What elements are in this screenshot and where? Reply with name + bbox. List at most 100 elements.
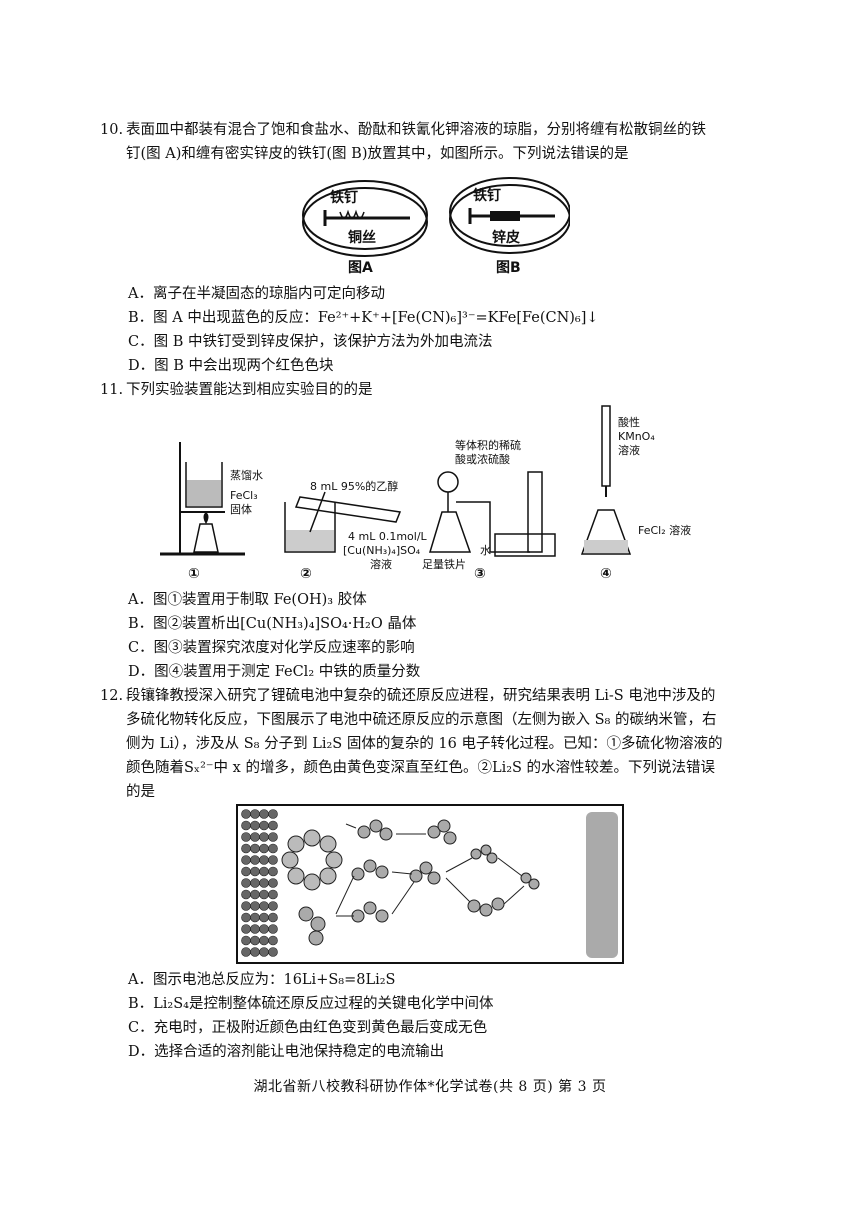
beaker-2	[284, 502, 336, 553]
lattice-atom	[259, 866, 269, 877]
copper-wire	[339, 209, 365, 219]
q11-option-c[interactable]: C．图③装置探究浓度对化学反应速率的影响	[128, 640, 415, 656]
apparatus-4: 酸性 KMnO₄ 溶液 FeCl₂ 溶液 ④	[580, 405, 691, 582]
lattice-atom	[259, 935, 269, 946]
lattice-atom	[250, 924, 260, 934]
lattice-atom	[250, 866, 260, 877]
app1-mark: ①	[188, 566, 200, 582]
lattice-atom	[268, 878, 278, 888]
q12-stem-line4: 颜色随着Sₓ²⁻中 x 的增多，颜色由黄色变深直至红色。②Li₂S 的水溶性较差…	[126, 760, 716, 776]
figure-frame	[236, 804, 624, 964]
lattice-atom	[250, 935, 260, 946]
lattice-atom	[268, 889, 278, 900]
q10-option-a[interactable]: A．离子在半凝固态的琼脂内可定向移动	[128, 286, 385, 302]
fig-b-skin-label: 锌皮	[492, 229, 520, 246]
app3-iron-label: 足量铁片	[422, 558, 466, 571]
lattice-atom	[241, 866, 251, 877]
fig-b-caption: 图B	[496, 260, 521, 276]
q12-option-d[interactable]: D．选择合适的溶剂能让电池保持稳定的电流输出	[128, 1044, 445, 1060]
lattice-atom	[241, 901, 251, 911]
lattice-atom	[259, 878, 269, 888]
app1-solid-label1: FeCl₃	[230, 489, 258, 502]
lattice-atom	[259, 832, 269, 842]
lattice-atom	[250, 912, 260, 923]
dish-b: 铁钉 锌皮 图B	[449, 177, 570, 276]
q12-option-c[interactable]: C．充电时，正极附近颜色由红色变到黄色最后变成无色	[128, 1020, 488, 1036]
fig-b-nail-label: 铁钉	[473, 187, 501, 204]
lattice-atom	[268, 855, 278, 865]
flask-3	[428, 511, 472, 553]
lattice-atom	[268, 809, 278, 819]
conical-flask	[580, 509, 632, 555]
app4-solution-label: FeCl₂ 溶液	[638, 523, 691, 537]
lattice-atom	[259, 820, 269, 831]
lattice-atom	[241, 855, 251, 865]
app2-ethanol-label: 8 mL 95%的乙醇	[310, 479, 398, 493]
q11-option-b[interactable]: B．图②装置析出[Cu(NH₃)₄]SO₄·H₂O 晶体	[128, 616, 417, 632]
zinc-skin	[490, 211, 520, 221]
lattice-atom	[268, 901, 278, 911]
lattice-atom	[268, 843, 278, 854]
fig-a-nail-label: 铁钉	[330, 189, 358, 206]
lattice-atom	[241, 820, 251, 831]
lattice-atom	[241, 912, 251, 923]
lattice-atom	[268, 912, 278, 923]
q12-stem-line1: 段镶锋教授深入研究了锂硫电池中复杂的硫还原反应进程，研究结果表明 Li-S 电池…	[126, 688, 716, 704]
apparatus-2: 8 mL 95%的乙醇 4 mL 0.1mol/L [Cu(NH₃)₄]SO₄ …	[284, 479, 428, 582]
lattice-atom	[259, 843, 269, 854]
app3-water-label: 水	[480, 544, 491, 557]
app4-reagent-label3: 溶液	[618, 443, 640, 457]
lattice-atom	[241, 832, 251, 842]
lattice-atom	[241, 935, 251, 946]
q10-number: 10.	[100, 122, 124, 138]
lattice-atom	[250, 901, 260, 911]
lattice-atom	[250, 947, 260, 957]
lattice-atom	[241, 843, 251, 854]
lattice-atom	[241, 924, 251, 934]
app3-acid-label2: 酸或浓硫酸	[455, 452, 510, 466]
q12-stem: 12.段镶锋教授深入研究了锂硫电池中复杂的硫还原反应进程，研究结果表明 Li-S…	[100, 684, 755, 804]
q12-stem-line3: 侧为 Li），涉及从 S₈ 分子到 Li₂S 固体的复杂的 16 电子转化过程。…	[126, 736, 723, 752]
lattice-atom	[250, 809, 260, 819]
burette	[601, 405, 611, 487]
lattice-atom	[268, 832, 278, 842]
funnel	[437, 471, 459, 493]
apparatus-1: 蒸馏水 FeCl₃ 固体 ①	[160, 442, 263, 582]
app2-sol-label3: 溶液	[370, 557, 392, 571]
lithium-electrode	[586, 812, 618, 958]
fig-a-caption: 图A	[348, 260, 373, 276]
apparatus-3: 等体积的稀硫 酸或浓硫酸 水 足量铁片 ③	[422, 438, 556, 582]
lattice-atom	[241, 889, 251, 900]
q10-option-d[interactable]: D．图 B 中会出现两个红色色块	[128, 358, 334, 374]
lattice-atom	[259, 924, 269, 934]
lattice-atom	[259, 889, 269, 900]
lattice-atom	[259, 855, 269, 865]
measuring-cylinder	[527, 471, 543, 553]
lattice-atom	[259, 912, 269, 923]
q12-option-b[interactable]: B．Li₂S₄是控制整体硫还原反应过程的关键电化学中间体	[128, 996, 494, 1012]
q12-stem-line2: 多硫化物转化反应，下图展示了电池中硫还原反应的示意图（左侧为嵌入 S₈ 的碳纳米…	[126, 712, 717, 728]
q10-option-c[interactable]: C．图 B 中铁钉受到锌皮保护，该保护方法为外加电流法	[128, 334, 493, 350]
dish-a: 铁钉 铜丝 图A	[302, 180, 428, 276]
lattice-atom	[241, 809, 251, 819]
lattice-atom	[268, 947, 278, 957]
q11-option-a[interactable]: A．图①装置用于制取 Fe(OH)₃ 胶体	[128, 592, 367, 608]
q10-option-b[interactable]: B．图 A 中出现蓝色的反应：Fe²⁺+K⁺+[Fe(CN)₆]³⁻=KFe[F…	[128, 310, 599, 326]
q11-option-d[interactable]: D．图④装置用于测定 FeCl₂ 中铁的质量分数	[128, 664, 421, 680]
app4-mark: ④	[600, 566, 612, 582]
q12-option-a[interactable]: A．图示电池总反应为：16Li+S₈=8Li₂S	[128, 972, 396, 988]
lattice-atom	[259, 809, 269, 819]
lattice-atom	[250, 855, 260, 865]
app3-acid-label1: 等体积的稀硫	[455, 438, 521, 452]
lattice-atom	[268, 935, 278, 946]
lattice-atom	[241, 947, 251, 957]
lattice-atom	[259, 901, 269, 911]
lattice-atom	[259, 947, 269, 957]
app1-water-label: 蒸馏水	[230, 468, 263, 482]
lattice-atom	[268, 820, 278, 831]
lattice-atom	[241, 878, 251, 888]
app2-sol-label2: [Cu(NH₃)₄]SO₄	[343, 544, 421, 557]
fig-a-wire-label: 铜丝	[348, 229, 376, 246]
lattice-atom	[250, 843, 260, 854]
q12-figure	[236, 804, 624, 964]
